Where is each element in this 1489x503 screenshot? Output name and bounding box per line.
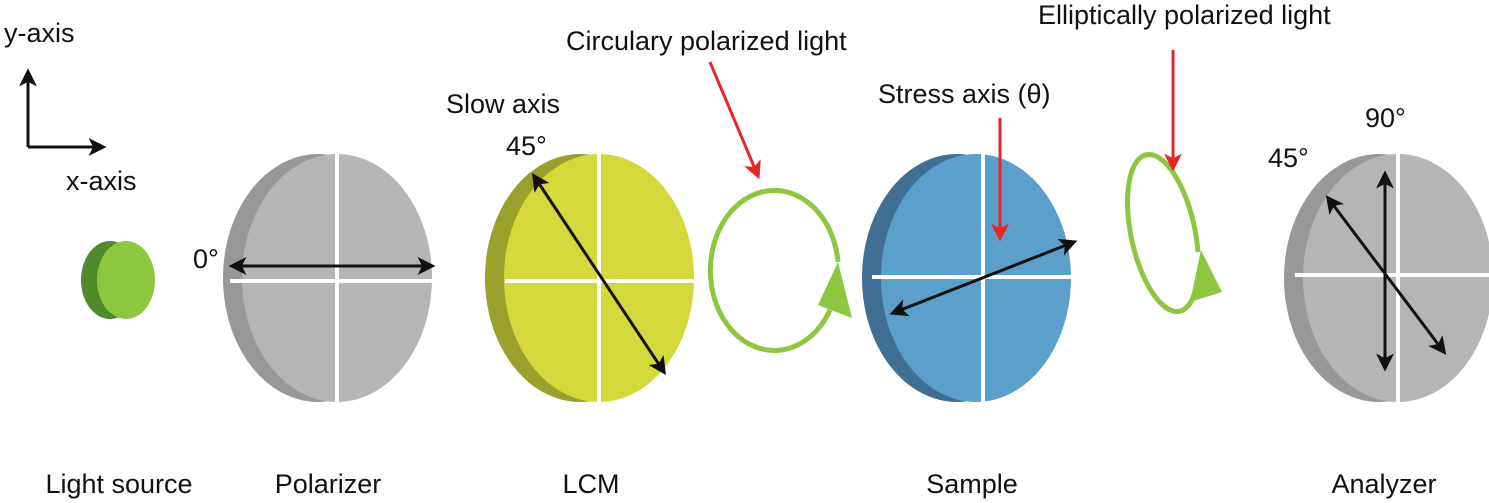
y-axis-label: y-axis xyxy=(4,18,75,48)
sample-stress-axis-label: Stress axis (θ) xyxy=(878,79,1051,109)
sample-stress-axis-arrow xyxy=(889,238,1078,317)
polarizer-label: Polarizer xyxy=(275,469,382,499)
light-source-label: Light source xyxy=(45,469,192,499)
elliptical-light-arrowhead xyxy=(1190,250,1222,302)
elliptical-light-label: Elliptically polarized light xyxy=(1038,0,1331,30)
lcm-slow-axis-label: Slow axis xyxy=(446,89,560,119)
elliptical-polarized-light: Elliptically polarized light xyxy=(1038,0,1331,315)
circular-light-pointer-arrow xyxy=(708,61,761,180)
coordinate-axes: y-axis x-axis xyxy=(4,18,137,196)
polarizer-angle-label: 0° xyxy=(193,244,219,274)
analyzer-label: Analyzer xyxy=(1331,469,1436,499)
light-source-face xyxy=(97,241,155,319)
elliptical-light-loop xyxy=(1125,151,1201,315)
x-axis-label: x-axis xyxy=(66,166,137,196)
circular-light-loop xyxy=(707,187,841,353)
light-source: Light source xyxy=(45,241,193,499)
analyzer-angle-45-label: 45° xyxy=(1268,143,1309,173)
sample: Stress axis (θ) Sample xyxy=(862,79,1078,499)
lcm-angle-label: 45° xyxy=(506,131,547,161)
analyzer-45-arrow xyxy=(1325,195,1447,355)
analyzer: 45° 90° Analyzer xyxy=(1268,103,1489,499)
circular-polarized-light: Circulary polarized light xyxy=(566,26,852,353)
analyzer-angle-90-label: 90° xyxy=(1365,103,1406,133)
polarizer: 0° Polarizer xyxy=(193,154,436,499)
circular-light-label: Circulary polarized light xyxy=(566,26,847,56)
circular-light-arrowhead xyxy=(818,262,852,318)
lcm-slow-axis-arrow xyxy=(532,172,666,376)
lcm-label: LCM xyxy=(562,469,619,499)
sample-label: Sample xyxy=(926,469,1018,499)
lcm: Slow axis 45° LCM xyxy=(446,89,694,499)
